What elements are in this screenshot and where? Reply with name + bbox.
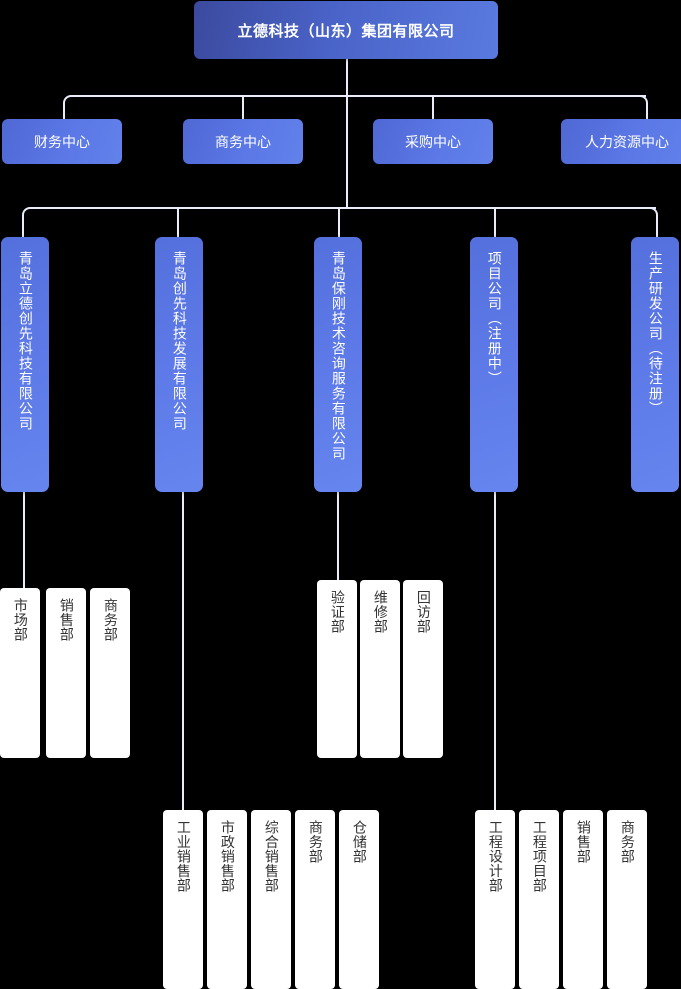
org-node-division-procurement[interactable]: 采购中心 <box>373 119 493 164</box>
org-node-department[interactable]: 工程项目部 <box>519 810 559 989</box>
org-node-subsidiary-production[interactable]: 生产研发公司（待注册） <box>631 237 679 492</box>
org-node-subsidiary-chuangxian-label: 青岛创先科技发展有限公司 <box>171 251 188 431</box>
org-node-department[interactable]: 工程设计部 <box>475 810 515 989</box>
org-node-department[interactable]: 商务部 <box>295 810 335 989</box>
org-node-department[interactable]: 市政销售部 <box>207 810 247 989</box>
org-node-department-label: 工程设计部 <box>487 820 504 893</box>
org-node-division-procurement-label: 采购中心 <box>405 133 461 150</box>
org-node-department[interactable]: 综合销售部 <box>251 810 291 989</box>
org-node-subsidiary-project[interactable]: 项目公司（注册中） <box>470 237 518 492</box>
org-node-division-finance[interactable]: 财务中心 <box>2 119 122 164</box>
org-node-subsidiary-lidechuangxian[interactable]: 青岛立德创先科技有限公司 <box>1 237 49 492</box>
connector-sub1-to-departments <box>23 492 25 590</box>
org-node-division-hr[interactable]: 人力资源中心 <box>561 119 681 164</box>
org-node-department[interactable]: 维修部 <box>360 580 400 758</box>
org-node-department-label: 商务部 <box>619 820 636 864</box>
org-node-subsidiary-baogang[interactable]: 青岛保刚技术咨询服务有限公司 <box>314 237 362 492</box>
org-node-department-label: 综合销售部 <box>263 820 280 893</box>
org-node-department-label: 验证部 <box>329 590 346 634</box>
org-node-department-label: 工业销售部 <box>175 820 192 893</box>
org-node-division-hr-label: 人力资源中心 <box>585 133 669 150</box>
connector-division-3-drop <box>432 95 434 119</box>
connector-sub-bus-left-corner <box>22 207 34 239</box>
org-node-department[interactable]: 市场部 <box>0 588 40 758</box>
connector-division-2-drop <box>242 95 244 119</box>
org-node-department[interactable]: 销售部 <box>563 810 603 989</box>
org-node-department[interactable]: 仓储部 <box>339 810 379 989</box>
org-node-department-label: 回访部 <box>415 590 432 634</box>
org-node-department[interactable]: 验证部 <box>317 580 357 758</box>
connector-sub4-to-departments <box>494 492 496 810</box>
connector-subsidiary-4-drop <box>494 207 496 237</box>
org-node-division-business-label: 商务中心 <box>215 133 271 150</box>
org-node-department[interactable]: 商务部 <box>607 810 647 989</box>
org-node-department-label: 销售部 <box>58 598 75 642</box>
org-node-division-business[interactable]: 商务中心 <box>183 119 303 164</box>
connector-sub-bus-right-corner <box>646 207 658 239</box>
org-node-subsidiary-chuangxian[interactable]: 青岛创先科技发展有限公司 <box>155 237 203 492</box>
connector-subsidiary-2-drop <box>177 207 179 237</box>
org-node-division-finance-label: 财务中心 <box>34 133 90 150</box>
org-node-department-label: 仓储部 <box>351 820 368 864</box>
org-node-root[interactable]: 立德科技（山东）集团有限公司 <box>194 1 498 59</box>
connector-div-bus-right-corner <box>636 95 648 121</box>
connector-subsidiary-3-drop <box>338 207 340 237</box>
org-node-department-label: 商务部 <box>102 598 119 642</box>
org-node-department[interactable]: 工业销售部 <box>163 810 203 989</box>
connector-div-bus-left-corner <box>63 95 75 121</box>
org-node-department[interactable]: 商务部 <box>90 588 130 758</box>
org-node-subsidiary-project-label: 项目公司（注册中） <box>486 251 503 386</box>
org-node-department-label: 维修部 <box>372 590 389 634</box>
org-node-subsidiary-baogang-label: 青岛保刚技术咨询服务有限公司 <box>330 251 347 461</box>
org-node-root-label: 立德科技（山东）集团有限公司 <box>237 22 455 40</box>
org-node-department-label: 商务部 <box>307 820 324 864</box>
org-node-department-label: 市场部 <box>12 598 29 642</box>
org-node-department[interactable]: 销售部 <box>46 588 86 758</box>
connector-sub3-to-departments <box>337 492 339 590</box>
org-node-department[interactable]: 回访部 <box>403 580 443 758</box>
connector-div-bus <box>72 95 646 97</box>
org-node-subsidiary-lidechuangxian-label: 青岛立德创先科技有限公司 <box>17 251 34 431</box>
connector-root-stem <box>346 58 348 208</box>
org-node-department-label: 工程项目部 <box>531 820 548 893</box>
connector-sub-bus <box>31 207 656 209</box>
org-node-department-label: 销售部 <box>575 820 592 864</box>
org-node-subsidiary-production-label: 生产研发公司（待注册） <box>647 251 664 416</box>
connector-sub2-to-departments <box>182 492 184 810</box>
org-node-department-label: 市政销售部 <box>219 820 236 893</box>
